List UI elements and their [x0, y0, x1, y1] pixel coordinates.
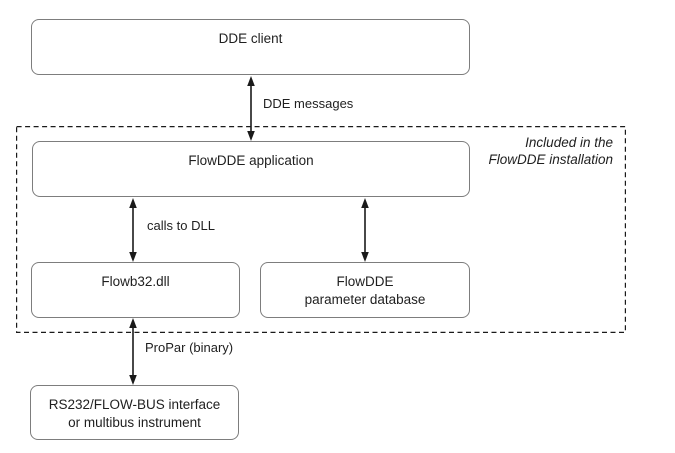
calls-to-dll-label: calls to DLL	[147, 218, 215, 233]
propar-arrow	[129, 318, 137, 385]
flowb32-dll-box: Flowb32.dll	[31, 262, 240, 318]
propar-label: ProPar (binary)	[145, 340, 234, 355]
flowdde-parameter-database-label-line2: parameter database	[304, 292, 426, 307]
rs232-interface-label-line2: or multibus instrument	[68, 415, 201, 430]
installation-annotation-line1: Included in the	[525, 135, 613, 150]
installation-annotation-line2: FlowDDE installation	[488, 152, 613, 167]
flowdde-parameter-database-label-line1: FlowDDE	[336, 274, 394, 289]
dde-messages-arrow	[247, 76, 255, 141]
dde-client-label: DDE client	[218, 31, 283, 46]
flowb32-dll-label: Flowb32.dll	[101, 274, 170, 289]
installation-annotation: Included in the FlowDDE installation	[488, 134, 613, 168]
calls-to-dll-arrow	[129, 198, 137, 262]
dde-messages-label: DDE messages	[263, 96, 354, 111]
flowdde-application-label: FlowDDE application	[188, 153, 314, 168]
rs232-interface-box: RS232/FLOW-BUS interface or multibus ins…	[30, 385, 239, 440]
parameter-database-arrow	[361, 198, 369, 262]
flowdde-installation-dashed-boundary	[16, 126, 626, 333]
flowdde-application-box: FlowDDE application	[32, 141, 470, 197]
flowdde-parameter-database-box: FlowDDE parameter database	[260, 262, 470, 318]
rs232-interface-label-line1: RS232/FLOW-BUS interface	[48, 397, 221, 412]
dde-client-box: DDE client	[31, 19, 470, 75]
